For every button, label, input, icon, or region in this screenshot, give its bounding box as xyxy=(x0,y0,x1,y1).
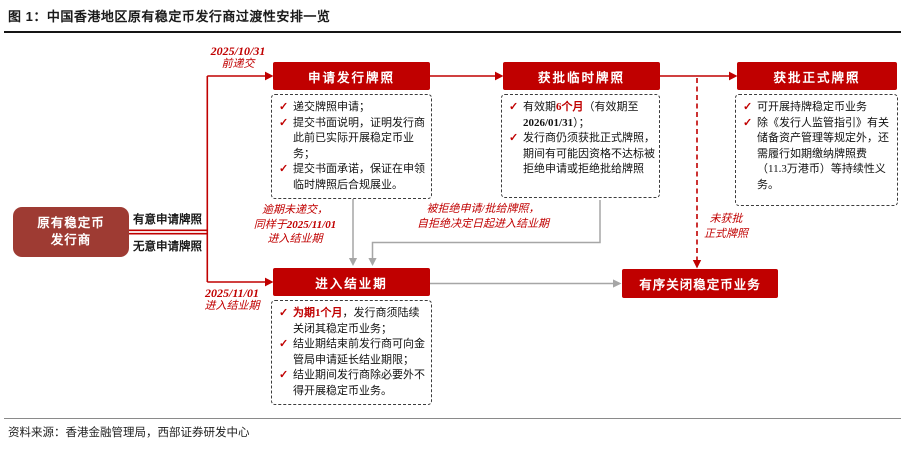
footer-divider xyxy=(4,418,901,419)
milestone-date: 2025/11/01 xyxy=(204,286,259,300)
edge-label-overdue: 逾期未递交， 同样于2025/11/01 进入结业期 xyxy=(231,203,359,247)
milestone-note: 前递交 xyxy=(221,58,255,70)
label-line: 自拒绝决定日起进入结业期 xyxy=(417,218,549,230)
checklist-item: ✓ 递交牌照申请； xyxy=(278,100,427,116)
checklist-item: ✓ 结业期结束前发行商可向金管局申请延长结业期限； xyxy=(278,337,427,368)
label-line: 被拒绝申请/批给牌照， xyxy=(426,203,540,215)
stage-formal-licence: 获批正式牌照 xyxy=(737,62,897,90)
entity-existing-issuer: 原有稳定币 发行商 xyxy=(13,207,129,257)
stage-temp-licence: 获批临时牌照 xyxy=(503,62,660,90)
checklist-text: ）； xyxy=(573,116,590,129)
entity-line1: 原有稳定币 xyxy=(37,216,105,230)
checklist-text: ，发行商须陆续关闭其稳定币业务； xyxy=(293,307,420,335)
title-divider xyxy=(4,31,901,33)
check-icon: ✓ xyxy=(279,163,289,175)
figure-source: 资料来源：香港金融管理局，西部证券研发中心 xyxy=(8,427,250,439)
checklist-item: ✓ 除《发行人监管指引》有关储备资产管理等规定外，还需履行如期缴纳牌照费（11.3… xyxy=(742,116,893,194)
detail-temp-licence: ✓ 有效期6个月（有效期至 2026/01/31）； ✓ 发行商仍须获批正式牌照，期间有… xyxy=(501,94,660,198)
checklist-text: 除《发行人监管指引》有关储备资产管理等规定外，还需履行如期缴纳牌照费（11.3万… xyxy=(757,116,889,191)
formal-checklist: ✓ 可开展持牌稳定币业务 ✓ 除《发行人监管指引》有关储备资产管理等规定外，还需履行如… xyxy=(742,100,893,193)
checklist-text: 可开展持牌稳定币业务 xyxy=(757,101,867,113)
check-icon: ✓ xyxy=(509,132,519,144)
label-line: 逾期未递交， xyxy=(262,204,328,216)
entity-line2: 发行商 xyxy=(50,233,92,247)
checklist-item: ✓ 有效期6个月（有效期至 2026/01/31）； xyxy=(508,100,655,131)
label-line: 进入结业期 xyxy=(267,233,323,245)
stage-apply-licence: 申请发行牌照 xyxy=(273,62,430,90)
apply-checklist: ✓ 递交牌照申请； ✓ 提交书面说明，证明发行商此前已实际开展稳定币业务； ✓ 提交书面承… xyxy=(278,100,427,193)
check-icon: ✓ xyxy=(279,369,289,381)
checklist-item: ✓ 可开展持牌稳定币业务 xyxy=(742,100,893,116)
milestone-winddown-date: 2025/11/01 进入结业期 xyxy=(194,287,270,313)
checklist-item: ✓ 为期1个月，发行商须陆续关闭其稳定币业务； xyxy=(278,306,427,337)
checklist-text: 发行商仍须获批正式牌照，期间有可能因资格不达标被拒绝申请或拒绝批给牌照 xyxy=(523,132,655,175)
checklist-text: （有效期至 xyxy=(583,101,639,113)
arrowhead-winddown-to-close xyxy=(613,279,622,288)
checklist-text: 提交书面承诺，保证在申领临时牌照后合规展业。 xyxy=(293,163,425,191)
checklist-text: 结业期间发行商除必要外不得开展稳定币业务。 xyxy=(293,369,425,397)
branch-label-intend-apply: 有意申请牌照 xyxy=(133,214,202,226)
check-icon: ✓ xyxy=(743,116,753,129)
checklist-item: ✓ 提交书面说明，证明发行商此前已实际开展稳定币业务； xyxy=(278,116,427,163)
label-line: 同样于2025/11/01 xyxy=(253,218,337,231)
stage-winddown-period: 进入结业期 xyxy=(273,268,430,296)
milestone-submit-deadline: 2025/10/31 前递交 xyxy=(196,45,280,71)
checklist-text: 为期1个月 xyxy=(293,307,343,319)
check-icon: ✓ xyxy=(279,338,289,350)
temp-checklist: ✓ 有效期6个月（有效期至 2026/01/31）； ✓ 发行商仍须获批正式牌照，期间有… xyxy=(508,100,655,178)
milestone-note: 进入结业期 xyxy=(204,300,260,312)
milestone-date: 2025/10/31 xyxy=(210,44,266,58)
edge-label-rejected: 被拒绝申请/批给牌照， 自拒绝决定日起进入结业期 xyxy=(388,202,578,232)
checklist-item: ✓ 结业期间发行商除必要外不得开展稳定币业务。 xyxy=(278,368,427,399)
checklist-item: ✓ 发行商仍须获批正式牌照，期间有可能因资格不达标被拒绝申请或拒绝批给牌照 xyxy=(508,131,655,178)
check-icon: ✓ xyxy=(279,101,289,113)
checklist-text: 2026/01/31 xyxy=(523,116,574,129)
arrowhead-rejected xyxy=(368,258,377,266)
detail-formal-licence: ✓ 可开展持牌稳定币业务 ✓ 除《发行人监管指引》有关储备资产管理等规定外，还需履行如… xyxy=(735,94,898,206)
label-line: 正式牌照 xyxy=(704,227,748,240)
branch-label-no-apply: 无意申请牌照 xyxy=(133,241,202,253)
check-icon: ✓ xyxy=(279,116,289,129)
arrowhead-close xyxy=(692,260,702,269)
figure-title: 图 1：中国香港地区原有稳定币发行商过渡性安排一览 xyxy=(8,9,331,24)
stage-close-business: 有序关闭稳定币业务 xyxy=(622,269,778,298)
checklist-item: ✓ 提交书面承诺，保证在申领临时牌照后合规展业。 xyxy=(278,162,427,193)
checklist-text: 有效期 xyxy=(523,101,556,113)
label-line: 未获批 xyxy=(709,213,743,225)
winddown-checklist: ✓ 为期1个月，发行商须陆续关闭其稳定币业务； ✓ 结业期结束前发行商可向金管局申请延… xyxy=(278,306,427,399)
edge-label-not-approved: 未获批正式牌照 xyxy=(699,212,753,241)
checklist-text: 提交书面说明，证明发行商此前已实际开展稳定币业务； xyxy=(293,116,425,160)
detail-apply-licence: ✓ 递交牌照申请； ✓ 提交书面说明，证明发行商此前已实际开展稳定币业务； ✓ 提交书面承… xyxy=(271,94,432,199)
check-icon: ✓ xyxy=(743,101,753,113)
checklist-text: 6个月 xyxy=(556,101,584,113)
check-icon: ✓ xyxy=(509,101,519,113)
checklist-text: 结业期结束前发行商可向金管局申请延长结业期限； xyxy=(293,338,425,366)
arrowhead-overdue xyxy=(348,258,358,266)
detail-winddown-period: ✓ 为期1个月，发行商须陆续关闭其稳定币业务； ✓ 结业期结束前发行商可向金管局申请延… xyxy=(271,300,432,405)
check-icon: ✓ xyxy=(279,307,289,319)
checklist-text: 递交牌照申请； xyxy=(293,101,370,113)
